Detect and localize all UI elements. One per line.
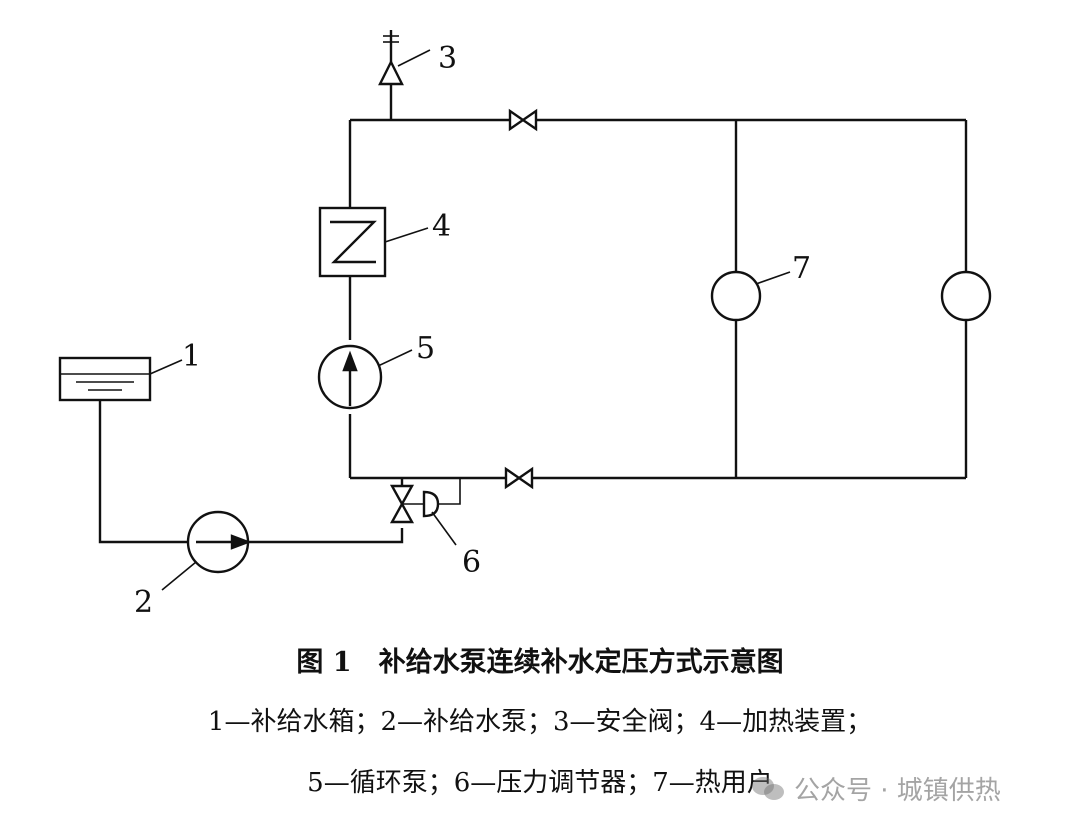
return-valve-icon: [504, 466, 534, 490]
legend-line-2: 5—循环泵；6—压力调节器；7—热用户: [307, 768, 773, 798]
watermark-text: 公众号 · 城镇供热: [794, 776, 1001, 806]
heater-icon: [318, 206, 429, 278]
supply-valve-icon: [508, 108, 538, 132]
label-circulating-pump: 5: [416, 331, 435, 366]
heat-consumer-2-icon: [940, 270, 992, 322]
label-regulator: 6: [462, 545, 481, 580]
heat-consumer-icon: [710, 270, 791, 322]
system-diagram: 1 2 3 4 5 6 7: [58, 30, 992, 620]
legend-line-1: 1—补给水箱；2—补给水泵；3—安全阀；4—加热装置；: [207, 707, 873, 737]
label-heater: 4: [432, 209, 451, 244]
circulating-pump-icon: [317, 344, 413, 410]
makeup-pump-icon: [161, 510, 252, 591]
label-makeup-pump: 2: [134, 585, 153, 620]
label-heat-consumer: 7: [792, 251, 811, 286]
figure-title: 图 1 补给水泵连续补水定压方式示意图: [296, 647, 784, 678]
supply-pipe: [348, 118, 966, 478]
label-tank: 1: [182, 339, 201, 374]
makeup-tank-icon: [58, 356, 183, 402]
label-safety-valve: 3: [438, 41, 457, 76]
watermark: 公众号 · 城镇供热: [752, 770, 1001, 807]
makeup-pipe: [98, 400, 404, 544]
safety-valve-icon: [378, 30, 431, 120]
pressure-regulator-icon: [389, 478, 461, 546]
wechat-icon: [752, 775, 786, 803]
